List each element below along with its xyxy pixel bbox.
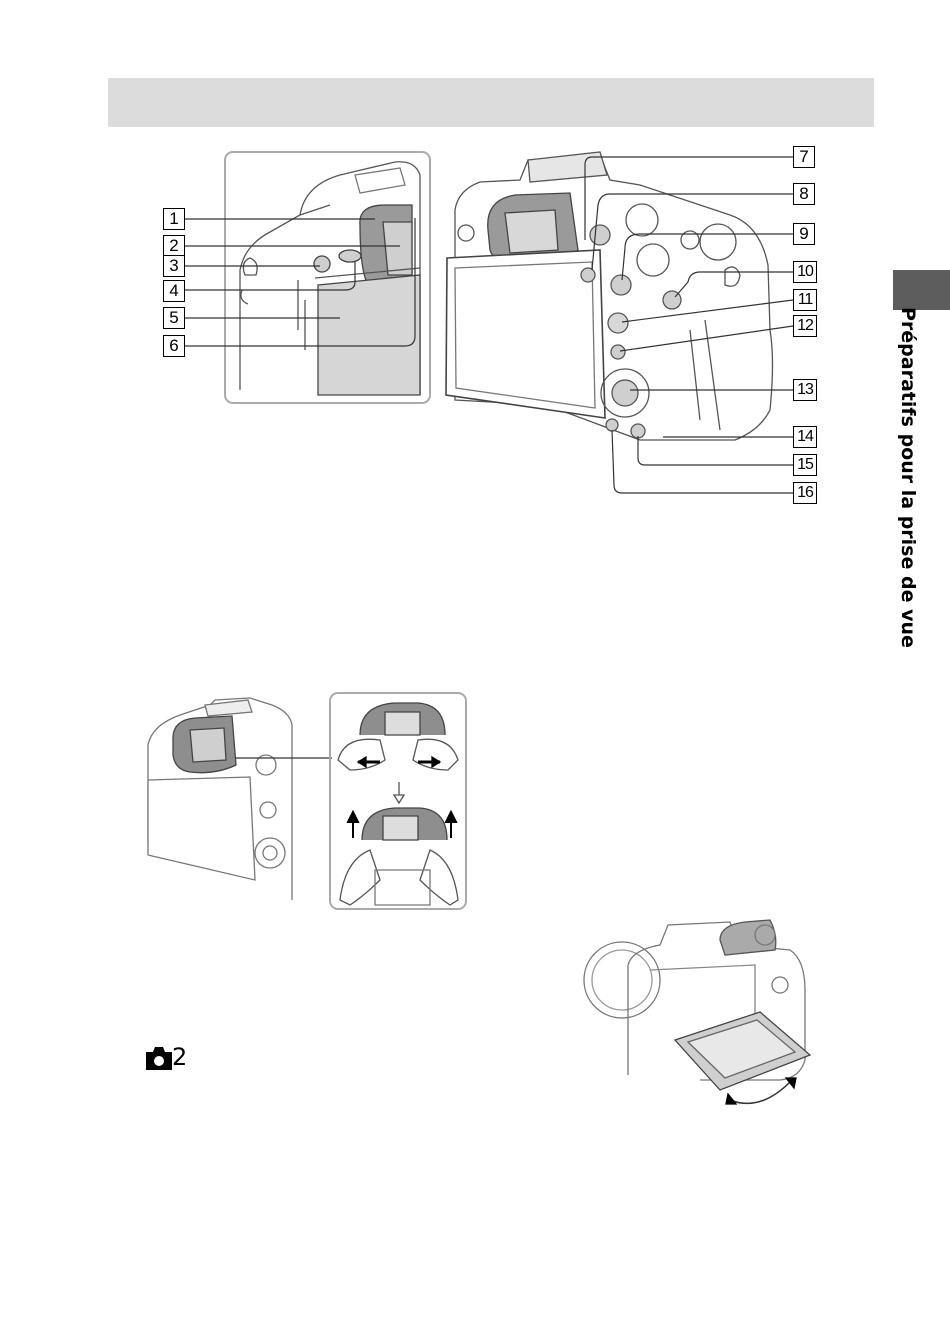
callout-5: 5	[163, 307, 185, 329]
callout-13: 13	[793, 379, 817, 401]
callout-7: 7	[793, 146, 815, 168]
callout-6: 6	[163, 335, 185, 357]
callout-8: 8	[793, 183, 815, 205]
callout-1: 1	[163, 208, 185, 230]
callout-9: 9	[793, 223, 815, 245]
callout-16: 16	[793, 482, 817, 504]
callout-3: 3	[163, 255, 185, 277]
callout-14: 14	[793, 426, 817, 448]
callout-15: 15	[793, 454, 817, 476]
section-number: 2	[172, 1043, 187, 1071]
callout-12: 12	[793, 315, 817, 337]
callout-4: 4	[163, 280, 185, 302]
callout-11: 11	[793, 289, 817, 311]
callout-2: 2	[163, 235, 185, 257]
callout-10: 10	[793, 261, 817, 283]
